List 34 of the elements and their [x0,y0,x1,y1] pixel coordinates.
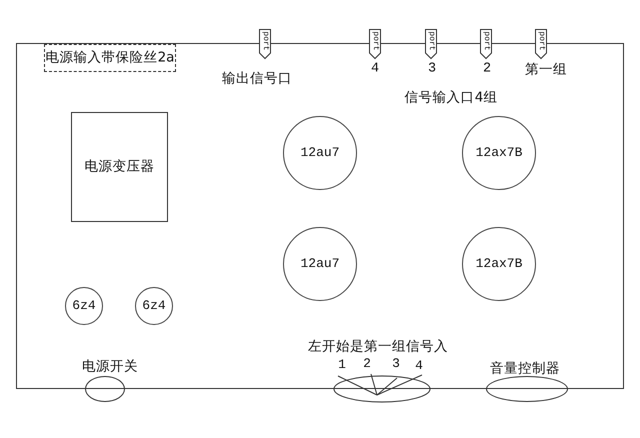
port-number: 4 [370,62,380,78]
port-number: 3 [428,62,436,78]
tube-label: 6z4 [72,298,96,314]
port-label: port [261,31,269,51]
port-label: port [482,31,490,51]
tube-label: 12ax7B [476,146,522,160]
port-number: 2 [482,62,492,78]
volume-label: 音量控制器 [490,362,560,376]
tube-socket [135,287,173,325]
position-number: 1 [338,358,346,372]
tube-socket [283,227,357,301]
port-caption: 输出信号口 [222,72,292,86]
tube-label: 6z4 [142,298,166,314]
tube-label: 12ax7B [476,256,522,272]
port-label: port [537,31,545,51]
port-label: port [371,31,379,51]
fuse-label: 电源输入带保险丝2a [46,50,174,66]
position-number: 3 [392,356,400,372]
tube-label: 12au7 [300,256,340,272]
transformer-block [71,112,168,222]
tube-socket [462,227,536,301]
fuse-outline [44,44,176,72]
tube-label: 12au7 [300,146,340,160]
switch-label: 电源开关 [82,360,138,374]
port-group-label: 信号输入口4组 [404,90,498,106]
selector-label: 左开始是第一组信号入 [308,340,448,354]
port-caption: 第一组 [525,62,567,78]
tube-socket [283,116,357,190]
position-number: 4 [415,358,423,374]
tube-socket [462,116,536,190]
port-label: port [427,31,435,51]
tube-socket [65,287,103,325]
transformer-label: 电源变压器 [84,160,154,174]
position-number: 2 [363,356,371,372]
